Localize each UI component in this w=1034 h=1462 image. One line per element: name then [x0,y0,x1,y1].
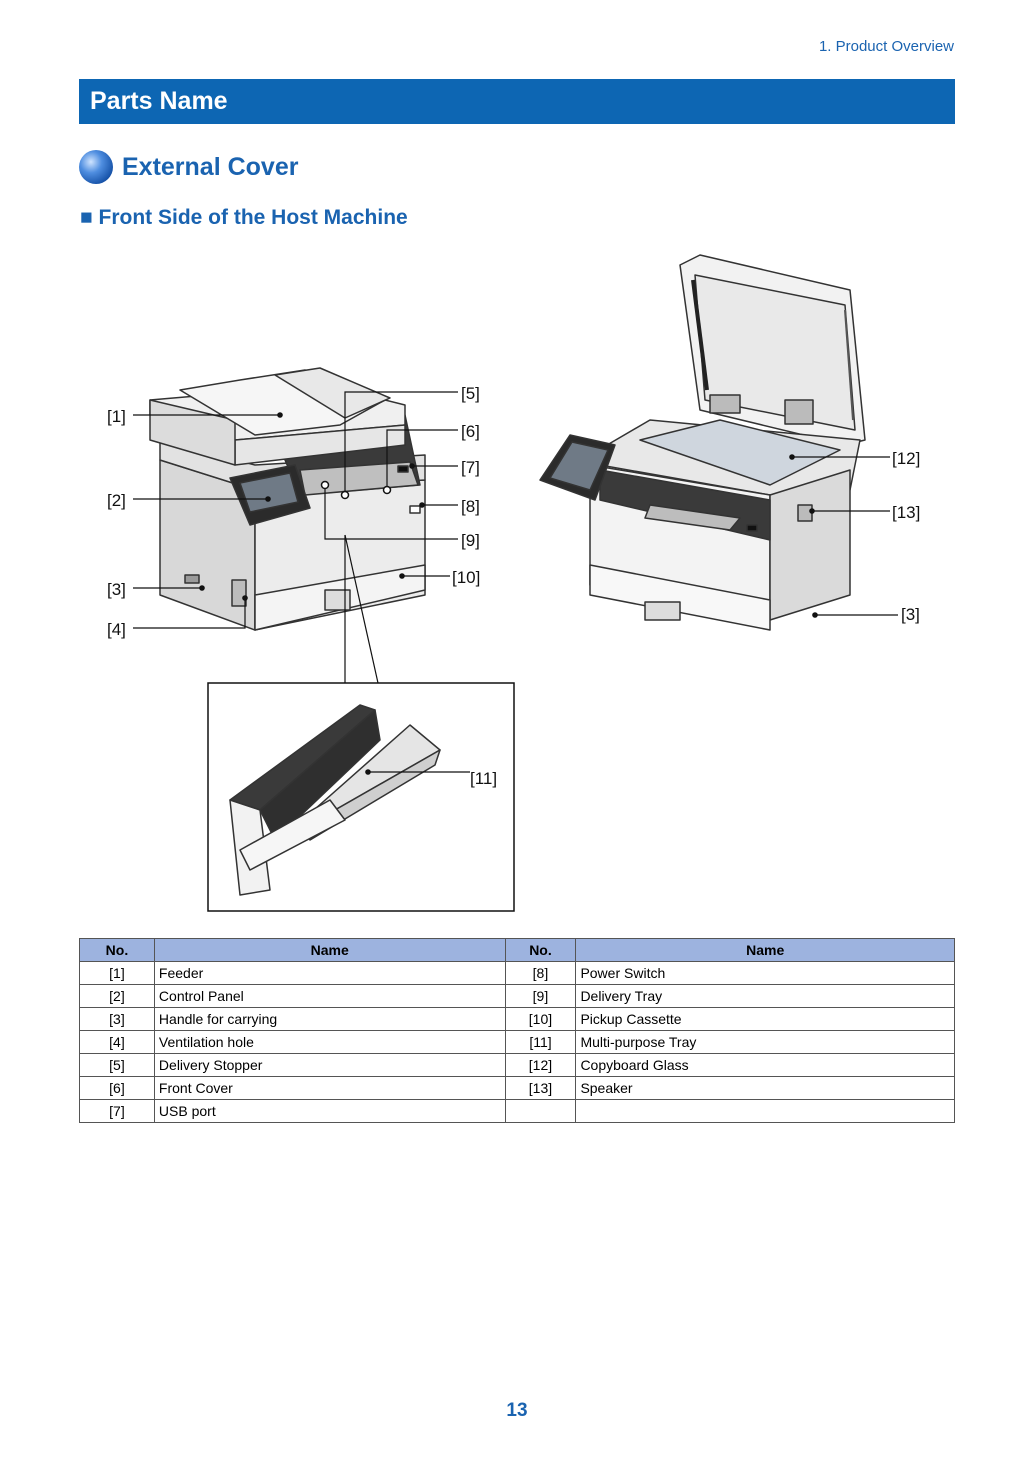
table-cell: [5] [80,1054,155,1077]
callout-8: [8] [461,498,480,515]
column-header: Name [576,939,955,962]
table-cell: Delivery Stopper [154,1054,505,1077]
table-row: [1] Feeder [8] Power Switch [80,962,955,985]
table-row: [5] Delivery Stopper [12] Copyboard Glas… [80,1054,955,1077]
section-heading: External Cover [79,150,298,184]
callout-13: [13] [892,504,920,521]
section-bullet-icon [79,150,113,184]
table-row: [3] Handle for carrying [10] Pickup Cass… [80,1008,955,1031]
table-cell: Control Panel [154,985,505,1008]
table-cell: [2] [80,985,155,1008]
parts-table: No. Name No. Name [1] Feeder [8] Power S… [79,938,955,1123]
callout-12: [12] [892,450,920,467]
table-cell: Handle for carrying [154,1008,505,1031]
section-title: External Cover [122,153,298,182]
table-cell: [11] [505,1031,576,1054]
table-cell [505,1100,576,1123]
callout-6: [6] [461,423,480,440]
table-cell: [9] [505,985,576,1008]
callout-5: [5] [461,385,480,402]
table-row: [2] Control Panel [9] Delivery Tray [80,985,955,1008]
column-header: No. [80,939,155,962]
table-cell: Multi-purpose Tray [576,1031,955,1054]
table-cell: Pickup Cassette [576,1008,955,1031]
page-title: Parts Name [90,87,228,116]
table-cell: Feeder [154,962,505,985]
chapter-header: 1. Product Overview [819,38,954,55]
table-cell: [13] [505,1077,576,1100]
page-title-bar: Parts Name [79,79,955,124]
callout-1: [1] [107,408,126,425]
table-cell [576,1100,955,1123]
callout-9: [9] [461,532,480,549]
callout-2: [2] [107,492,126,509]
callout-3: [3] [107,581,126,598]
table-cell: [4] [80,1031,155,1054]
table-cell: [7] [80,1100,155,1123]
callout-11: [11] [470,770,497,787]
table-cell: [3] [80,1008,155,1031]
callout-10: [10] [452,569,480,586]
table-cell: [12] [505,1054,576,1077]
table-cell: Delivery Tray [576,985,955,1008]
right-printer-drawing [540,255,865,630]
table-cell: [6] [80,1077,155,1100]
machine-illustration [0,240,1034,930]
page-number: 13 [0,1400,1034,1422]
callout-3-right: [3] [901,606,920,623]
table-cell: USB port [154,1100,505,1123]
machine-figure: [1] [2] [3] [4] [5] [6] [7] [8] [9] [10]… [0,240,1034,930]
column-header: No. [505,939,576,962]
table-row: [4] Ventilation hole [11] Multi-purpose … [80,1031,955,1054]
table-cell: Power Switch [576,962,955,985]
callout-7: [7] [461,459,480,476]
table-cell: Copyboard Glass [576,1054,955,1077]
table-cell: [10] [505,1008,576,1031]
table-cell: [1] [80,962,155,985]
callout-4: [4] [107,621,126,638]
subsection-title: ■ Front Side of the Host Machine [80,206,408,230]
table-header-row: No. Name No. Name [80,939,955,962]
table-row: [7] USB port [80,1100,955,1123]
column-header: Name [154,939,505,962]
table-row: [6] Front Cover [13] Speaker [80,1077,955,1100]
table-cell: Speaker [576,1077,955,1100]
table-cell: Ventilation hole [154,1031,505,1054]
table-cell: [8] [505,962,576,985]
table-cell: Front Cover [154,1077,505,1100]
